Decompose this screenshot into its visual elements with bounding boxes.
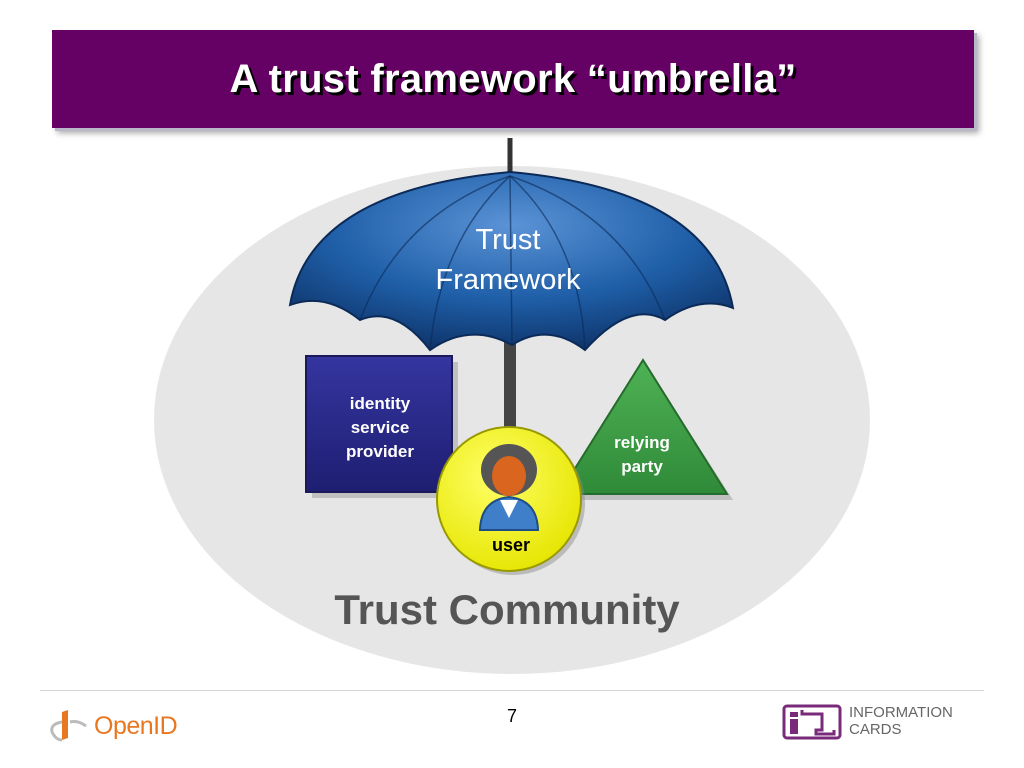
- footer-divider: [40, 690, 984, 691]
- identity-provider-line1: identity: [349, 394, 411, 413]
- relying-party-triangle: [557, 358, 729, 495]
- openid-logo-icon: [50, 710, 87, 742]
- information-cards-logo-icon: [782, 704, 842, 740]
- information-cards-line2: CARDS: [849, 721, 902, 738]
- umbrella-canopy: [288, 170, 735, 352]
- umbrella-shaft: [504, 335, 516, 435]
- user-label: user: [491, 535, 531, 555]
- identity-provider-label: identity service provider: [308, 392, 452, 464]
- trust-framework-label: Trust Framework: [408, 220, 608, 300]
- information-cards-logo-text: INFORMATION CARDS: [849, 704, 953, 738]
- relying-party-label: relying party: [582, 431, 702, 479]
- identity-provider-line3: provider: [345, 442, 415, 461]
- trust-framework-line1: Trust: [475, 224, 541, 256]
- identity-provider-line2: service: [350, 418, 410, 437]
- information-cards-line1: INFORMATION: [849, 704, 953, 721]
- title-bar: A trust framework “umbrella”: [52, 30, 974, 128]
- relying-party-line2: party: [621, 457, 663, 476]
- page-number: 7: [506, 706, 517, 726]
- relying-party-line1: relying: [614, 433, 670, 452]
- openid-logo-text: OpenID: [94, 712, 178, 740]
- identity-provider-box: [305, 355, 453, 493]
- user-icon: [478, 444, 540, 531]
- trust-community-label: Trust Community: [334, 586, 680, 633]
- trust-framework-line2: Framework: [435, 264, 581, 296]
- slide-title: A trust framework “umbrella”: [229, 56, 797, 101]
